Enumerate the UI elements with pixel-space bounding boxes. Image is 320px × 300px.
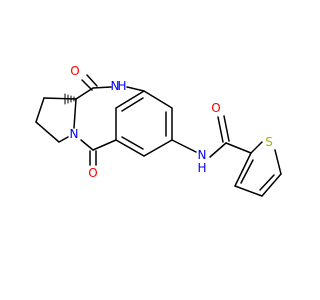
bond-c3-n bbox=[58, 136, 69, 143]
bond-co-linker-a bbox=[217, 116, 224, 143]
atom-o-bottom: O bbox=[88, 166, 97, 180]
bond-aryl-nh2 bbox=[171, 139, 197, 153]
atom-o-top: O bbox=[70, 64, 79, 78]
bond-thio-3 bbox=[261, 173, 282, 197]
bond-benz-4 bbox=[115, 139, 145, 157]
bond-n-alpha bbox=[73, 98, 77, 129]
atom-s-thiophene: S bbox=[265, 135, 273, 149]
bond-c1-c2 bbox=[35, 97, 45, 123]
bond-c2-n bbox=[80, 139, 94, 151]
bond-co-top-a bbox=[81, 79, 93, 91]
molecule-drawing: O N H N O N H O S bbox=[35, 64, 282, 197]
bond-co-linker-b bbox=[223, 115, 230, 142]
bond-aryl-c2 bbox=[92, 139, 117, 151]
bond-c-thio bbox=[225, 142, 252, 154]
structure-canvas: O N H N O N H O S bbox=[35, 64, 282, 197]
atom-h-linker: H bbox=[197, 161, 206, 175]
bond-c-alpha bbox=[75, 87, 94, 100]
atom-n-amide-ring: N bbox=[111, 79, 120, 93]
bond-thio-5-inner bbox=[240, 159, 254, 184]
atom-n-ring: N bbox=[70, 127, 79, 141]
stereo-hash-bond bbox=[64, 93, 75, 105]
atom-o-linker: O bbox=[211, 101, 220, 115]
atom-n-linker: N bbox=[198, 148, 207, 162]
bond-co-top-b bbox=[86, 74, 98, 87]
bond-thio-3-inner bbox=[259, 174, 275, 191]
bond-c-nh bbox=[92, 86, 112, 89]
bond-thio-4 bbox=[234, 185, 263, 197]
bond-benz-1 bbox=[143, 90, 173, 109]
bond-nh2-c bbox=[209, 142, 227, 158]
bond-thio-5 bbox=[234, 152, 252, 187]
bond-nh-aryl bbox=[126, 86, 145, 92]
bond-layer bbox=[35, 74, 282, 197]
bond-benz-6-inner bbox=[121, 97, 144, 112]
atom-h-amide-ring: H bbox=[117, 79, 126, 93]
bond-benz-6 bbox=[115, 90, 145, 109]
bond-thio-2 bbox=[274, 149, 282, 175]
atom-labels: O N H N O N H O S bbox=[70, 64, 273, 180]
bond-benz-3 bbox=[143, 139, 173, 157]
bond-thio-1 bbox=[250, 141, 263, 154]
bond-benz-4-inner bbox=[121, 136, 144, 150]
bond-c2-c3 bbox=[35, 121, 60, 143]
